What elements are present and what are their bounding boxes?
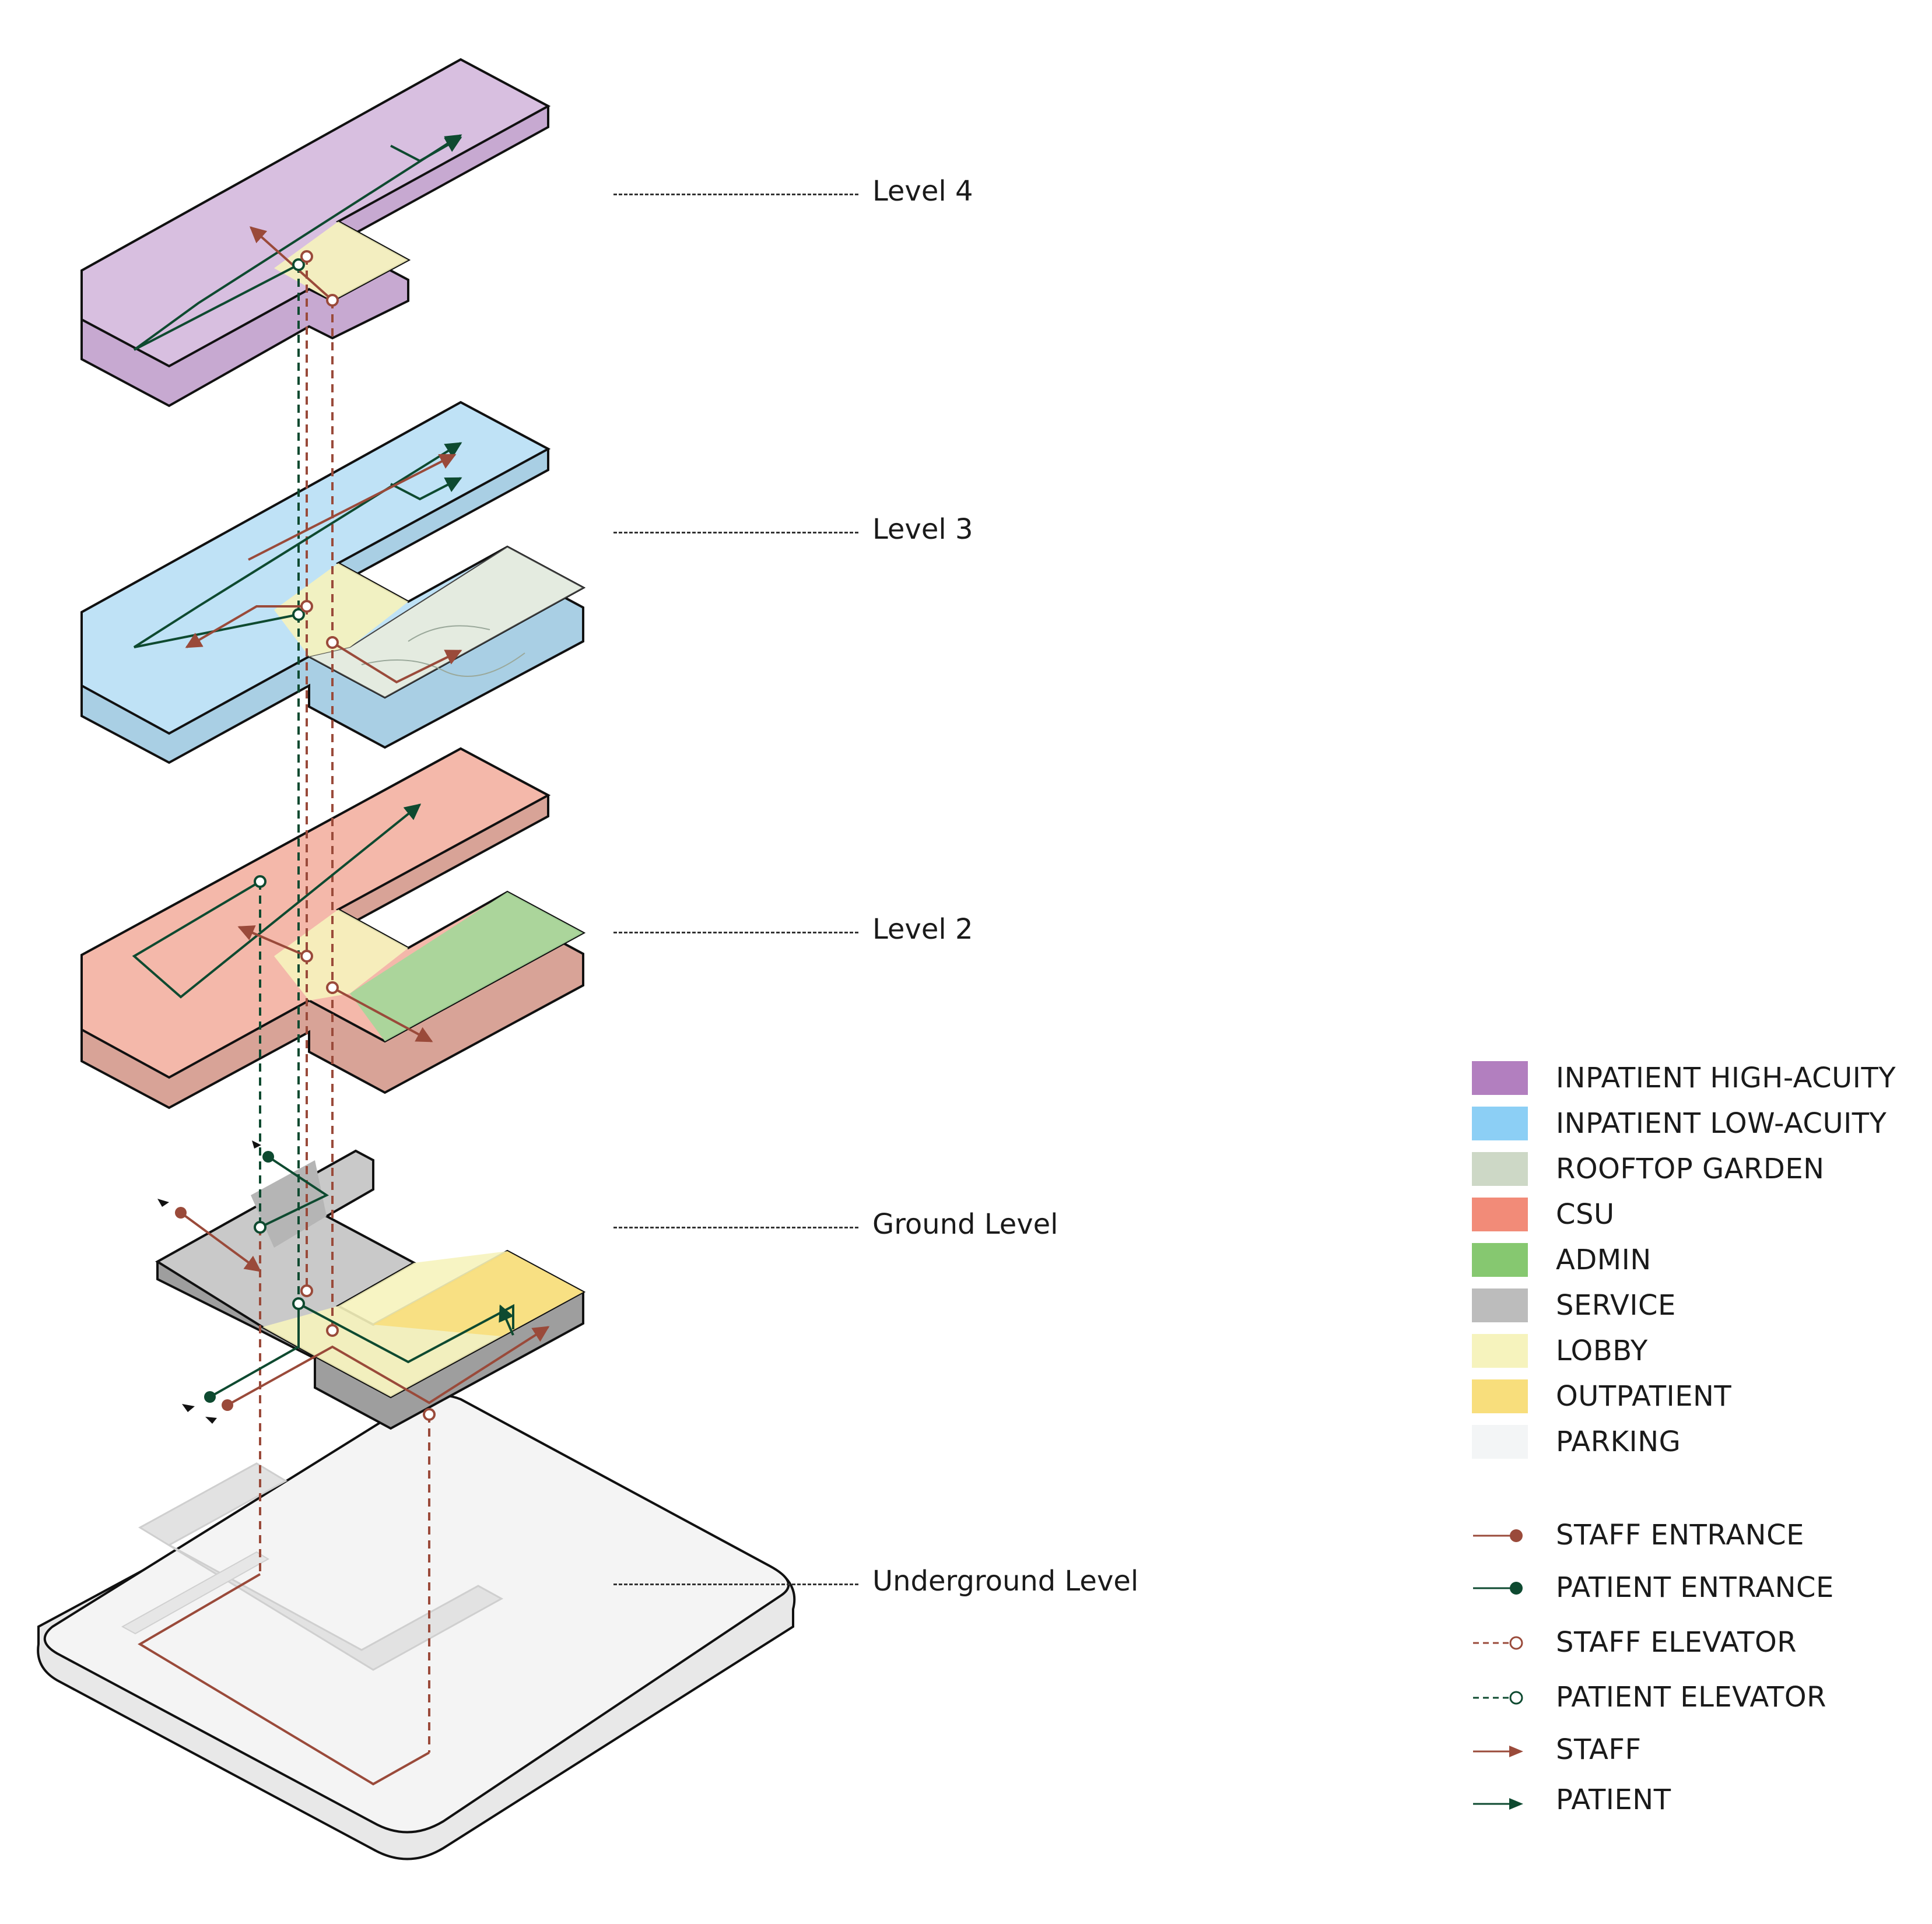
level-label-3: Level 3 bbox=[872, 513, 973, 546]
legend-label: STAFF ENTRANCE bbox=[1556, 1519, 1804, 1551]
legend-label: OUTPATIENT bbox=[1556, 1380, 1732, 1413]
leader-level-2 bbox=[613, 932, 858, 933]
ground-level-slab bbox=[155, 1149, 586, 1430]
swatch-outpatient bbox=[1472, 1379, 1528, 1413]
legend-label: CSU bbox=[1556, 1198, 1615, 1231]
legend-label: ADMIN bbox=[1556, 1244, 1652, 1276]
level-2-slab bbox=[80, 747, 586, 1110]
patient-elevator-icon bbox=[1473, 1691, 1523, 1705]
legend-label: PARKING bbox=[1556, 1426, 1681, 1458]
circulation-paths bbox=[132, 134, 550, 1786]
level-label-ground: Ground Level bbox=[872, 1208, 1058, 1241]
swatch-parking bbox=[1472, 1425, 1528, 1459]
legend-label: LOBBY bbox=[1556, 1335, 1648, 1367]
level-label-underground: Underground Level bbox=[872, 1565, 1139, 1598]
elevator-shafts bbox=[259, 257, 430, 1753]
level-4-slab bbox=[80, 58, 551, 408]
swatch-admin bbox=[1472, 1243, 1528, 1277]
level-label-4: Level 4 bbox=[872, 175, 973, 208]
elevator-stops bbox=[254, 250, 436, 1421]
swatch-inpatient-low-acuity bbox=[1472, 1107, 1528, 1140]
legend-label: PATIENT ENTRANCE bbox=[1556, 1571, 1834, 1604]
staff-entrance-icon bbox=[1473, 1529, 1523, 1542]
swatch-service bbox=[1472, 1288, 1528, 1322]
leader-ground bbox=[613, 1227, 858, 1228]
legend-label: ROOFTOP GARDEN bbox=[1556, 1153, 1825, 1185]
level-label-2: Level 2 bbox=[872, 913, 973, 946]
entrances bbox=[157, 1140, 274, 1424]
swatch-inpatient-high-acuity bbox=[1472, 1061, 1528, 1095]
patient-arrow-icon bbox=[1473, 1798, 1523, 1810]
legend-label: STAFF ELEVATOR bbox=[1556, 1626, 1797, 1659]
underground-slab bbox=[37, 1393, 796, 1860]
swatch-rooftop-garden bbox=[1472, 1152, 1528, 1186]
legend-label: PATIENT bbox=[1556, 1783, 1671, 1816]
legend-label: STAFF bbox=[1556, 1733, 1642, 1766]
staff-elevator-icon bbox=[1473, 1636, 1523, 1650]
swatch-lobby bbox=[1472, 1334, 1528, 1368]
legend-label: SERVICE bbox=[1556, 1289, 1676, 1322]
leader-underground bbox=[613, 1584, 858, 1585]
legend-label: INPATIENT HIGH-ACUITY bbox=[1556, 1062, 1896, 1094]
leader-level-3 bbox=[613, 532, 858, 533]
leader-level-4 bbox=[613, 194, 858, 195]
legend-label: INPATIENT LOW-ACUITY bbox=[1556, 1107, 1887, 1140]
legend-label: PATIENT ELEVATOR bbox=[1556, 1681, 1826, 1714]
swatch-csu bbox=[1472, 1198, 1528, 1231]
staff-arrow-icon bbox=[1473, 1746, 1523, 1757]
patient-entrance-icon bbox=[1473, 1582, 1523, 1595]
